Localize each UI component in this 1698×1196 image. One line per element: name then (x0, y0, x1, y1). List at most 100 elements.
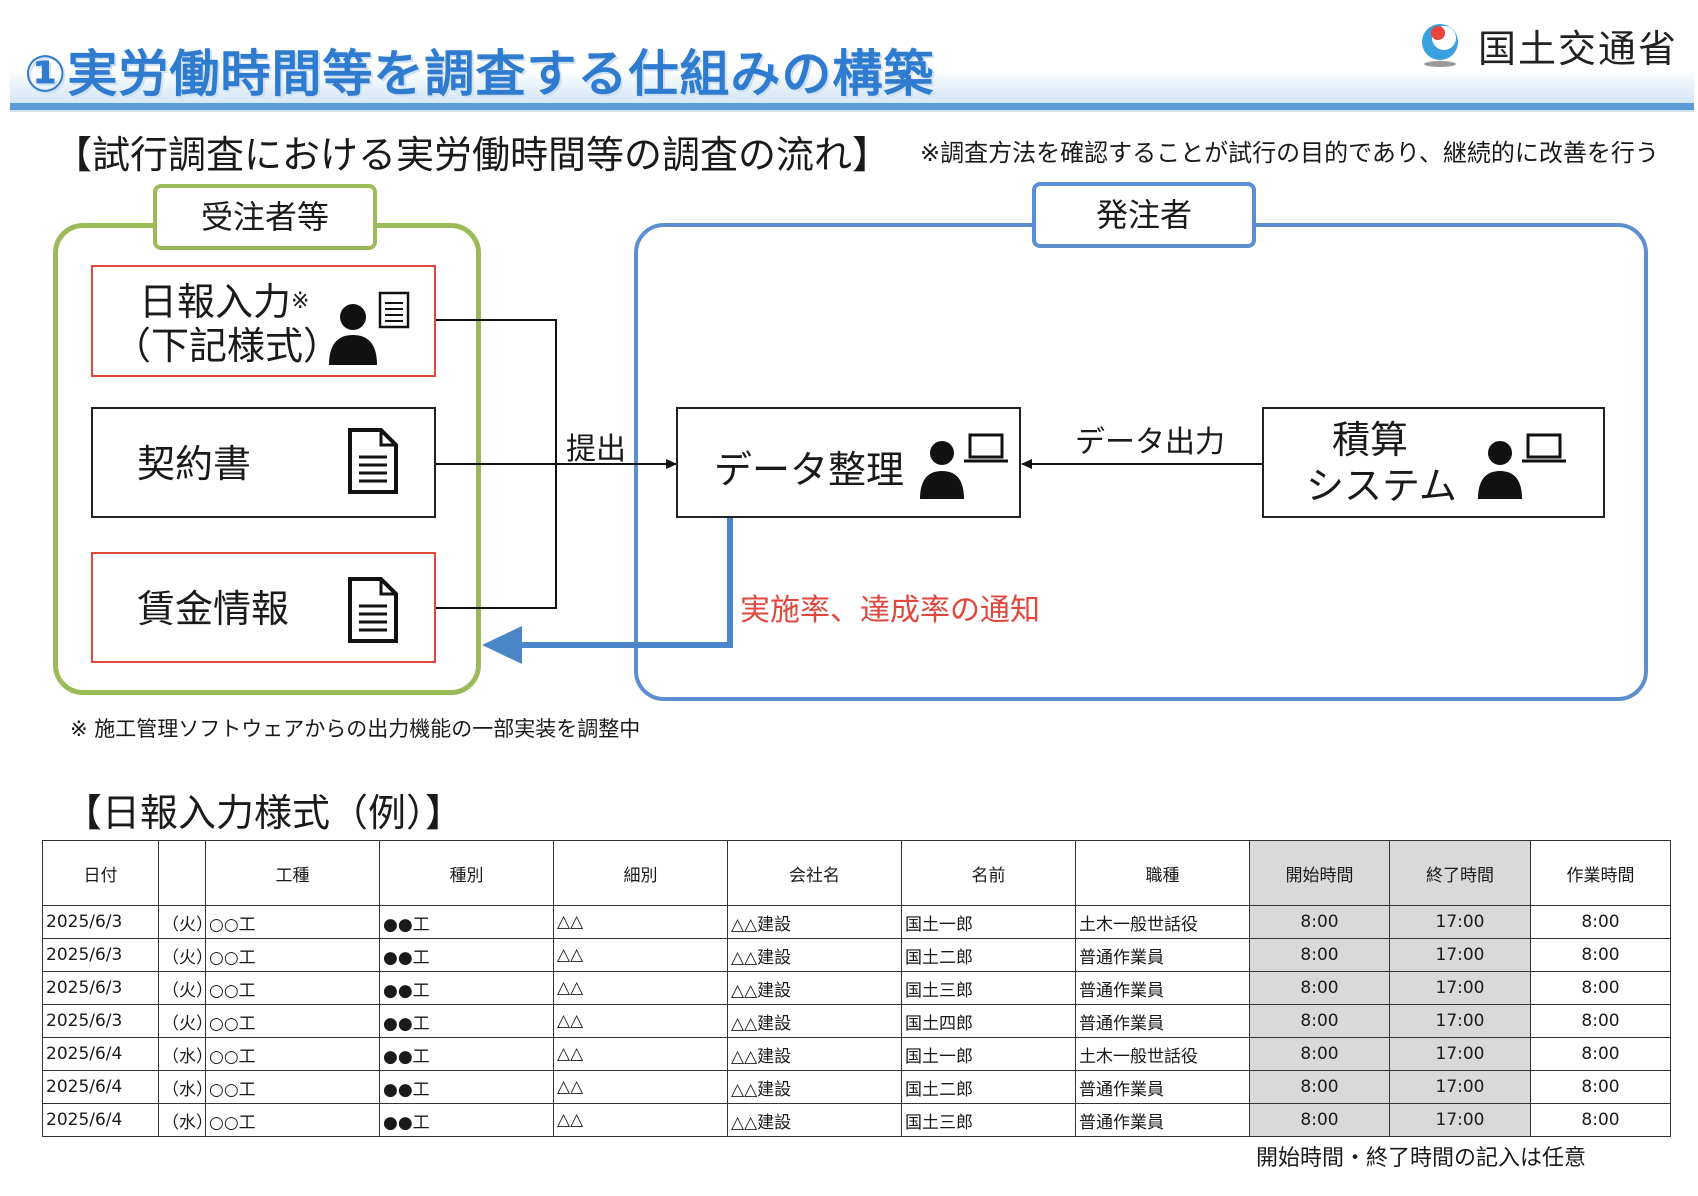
cell-date: 2025/6/4 (42, 1037, 159, 1071)
cell-start-time: 8:00 (1249, 1037, 1390, 1071)
cell-date: 2025/6/4 (42, 1103, 159, 1137)
cell-name: 国土三郎 (901, 971, 1076, 1005)
cell-end-time: 17:00 (1389, 1103, 1531, 1137)
cell-weekday: （火） (158, 938, 206, 972)
cell-category: ●●工 (379, 1103, 554, 1137)
ministry-name: 国土交通省 (1478, 27, 1679, 71)
cell-work-type: ○○工 (205, 1070, 380, 1104)
cell-start-time: 8:00 (1249, 1070, 1390, 1104)
flow-note: ※調査方法を確認することが試行の目的であり、継続的に改善を行う (920, 139, 1659, 167)
cell-subcategory: △△ (553, 905, 728, 939)
cell-company: △△建設 (727, 971, 902, 1005)
cell-work-hours: 8:00 (1530, 1037, 1671, 1071)
cell-category: ●●工 (379, 971, 554, 1005)
cell-category: ●●工 (379, 1004, 554, 1038)
flow-heading: 【試行調査における実労働時間等の調査の流れ】 (54, 133, 891, 177)
col-weekday (158, 840, 206, 906)
cell-end-time: 17:00 (1389, 905, 1531, 939)
cell-job: 土木一般世話役 (1075, 905, 1250, 939)
cell-category: ●●工 (379, 905, 554, 939)
table-row: 2025/6/4 （水） ○○工 ●●工 △△ △△建設 国土二郎 普通作業員 … (42, 1070, 1671, 1104)
cell-work-type: ○○工 (205, 1004, 380, 1038)
notify-label: 実施率、達成率の通知 (740, 593, 1040, 628)
daily-report-label: 日報入力 (139, 280, 292, 324)
cell-weekday: （火） (158, 971, 206, 1005)
cell-weekday: （火） (158, 1004, 206, 1038)
table-header-row: 日付 工種 種別 細別 会社名 名前 職種 開始時間 終了時間 作業時間 (42, 840, 1671, 906)
cell-work-hours: 8:00 (1530, 971, 1671, 1005)
wage-label: 賃金情報 (137, 587, 290, 631)
cell-job: 土木一般世話役 (1075, 1037, 1250, 1071)
cell-date: 2025/6/3 (42, 905, 159, 939)
laptop-icon (1478, 433, 1566, 499)
cell-category: ●●工 (379, 1070, 554, 1104)
col-category: 種別 (379, 840, 554, 906)
cell-company: △△建設 (727, 1070, 902, 1104)
flow-footnote: ※ 施工管理ソフトウェアからの出力機能の一部実装を調整中 (70, 717, 641, 741)
table-note: 開始時間・終了時間の記入は任意 (1256, 1146, 1587, 1171)
document-icon (348, 428, 398, 494)
cell-subcategory: △△ (553, 1037, 728, 1071)
title-underline (10, 103, 1694, 110)
col-name: 名前 (901, 840, 1076, 906)
cell-subcategory: △△ (553, 938, 728, 972)
estimate-system-box: 積算 システム (1262, 407, 1605, 518)
cell-name: 国土一郎 (901, 1037, 1076, 1071)
cell-end-time: 17:00 (1389, 1070, 1531, 1104)
cell-end-time: 17:00 (1389, 1004, 1531, 1038)
col-subcategory: 細別 (553, 840, 728, 906)
table-row: 2025/6/4 （水） ○○工 ●●工 △△ △△建設 国土一郎 土木一般世話… (42, 1037, 1671, 1071)
cell-date: 2025/6/3 (42, 971, 159, 1005)
cell-subcategory: △△ (553, 971, 728, 1005)
cell-company: △△建設 (727, 938, 902, 972)
cell-job: 普通作業員 (1075, 938, 1250, 972)
laptop-icon (920, 433, 1008, 499)
contractor-group-label: 受注者等 (153, 184, 377, 250)
cell-work-hours: 8:00 (1530, 1070, 1671, 1104)
cell-job: 普通作業員 (1075, 1004, 1250, 1038)
cell-weekday: （水） (158, 1103, 206, 1137)
cell-weekday: （水） (158, 1070, 206, 1104)
cell-work-hours: 8:00 (1530, 905, 1671, 939)
data-org-box: データ整理 (676, 407, 1021, 518)
cell-start-time: 8:00 (1249, 938, 1390, 972)
cell-job: 普通作業員 (1075, 971, 1250, 1005)
cell-date: 2025/6/3 (42, 938, 159, 972)
orderer-group-label: 発注者 (1032, 182, 1256, 248)
cell-company: △△建設 (727, 1037, 902, 1071)
data-org-label: データ整理 (714, 448, 905, 492)
col-end-time: 終了時間 (1389, 840, 1531, 906)
col-company: 会社名 (727, 840, 902, 906)
col-work-type: 工種 (205, 840, 380, 906)
cell-work-type: ○○工 (205, 971, 380, 1005)
daily-report-table: 日付 工種 種別 細別 会社名 名前 職種 開始時間 終了時間 作業時間 202… (42, 840, 1671, 1137)
cell-end-time: 17:00 (1389, 971, 1531, 1005)
cell-name: 国土四郎 (901, 1004, 1076, 1038)
cell-subcategory: △△ (553, 1070, 728, 1104)
table-heading: 【日報入力様式（例）】 (64, 791, 464, 835)
cell-start-time: 8:00 (1249, 971, 1390, 1005)
cell-start-time: 8:00 (1249, 1103, 1390, 1137)
submit-label: 提出 (566, 432, 626, 467)
cell-work-hours: 8:00 (1530, 1103, 1671, 1137)
cell-work-type: ○○工 (205, 1037, 380, 1071)
estimate-system-label-2: システム (1306, 464, 1457, 508)
table-row: 2025/6/3 （火） ○○工 ●●工 △△ △△建設 国土二郎 普通作業員 … (42, 938, 1671, 972)
daily-report-sub: （下記様式） (113, 324, 342, 368)
cell-date: 2025/6/3 (42, 1004, 159, 1038)
cell-job: 普通作業員 (1075, 1070, 1250, 1104)
cell-category: ●●工 (379, 938, 554, 972)
cell-end-time: 17:00 (1389, 1037, 1531, 1071)
cell-work-type: ○○工 (205, 1103, 380, 1137)
page-title: ①実労働時間等を調査する仕組みの構築 (24, 45, 935, 103)
cell-name: 国土二郎 (901, 938, 1076, 972)
cell-job: 普通作業員 (1075, 1103, 1250, 1137)
contract-label: 契約書 (137, 442, 252, 486)
contract-box: 契約書 (91, 407, 436, 518)
data-output-label: データ出力 (1075, 425, 1225, 460)
table-row: 2025/6/4 （水） ○○工 ●●工 △△ △△建設 国土三郎 普通作業員 … (42, 1103, 1671, 1137)
cell-work-type: ○○工 (205, 905, 380, 939)
table-row: 2025/6/3 （火） ○○工 ●●工 △△ △△建設 国土三郎 普通作業員 … (42, 971, 1671, 1005)
cell-work-type: ○○工 (205, 938, 380, 972)
